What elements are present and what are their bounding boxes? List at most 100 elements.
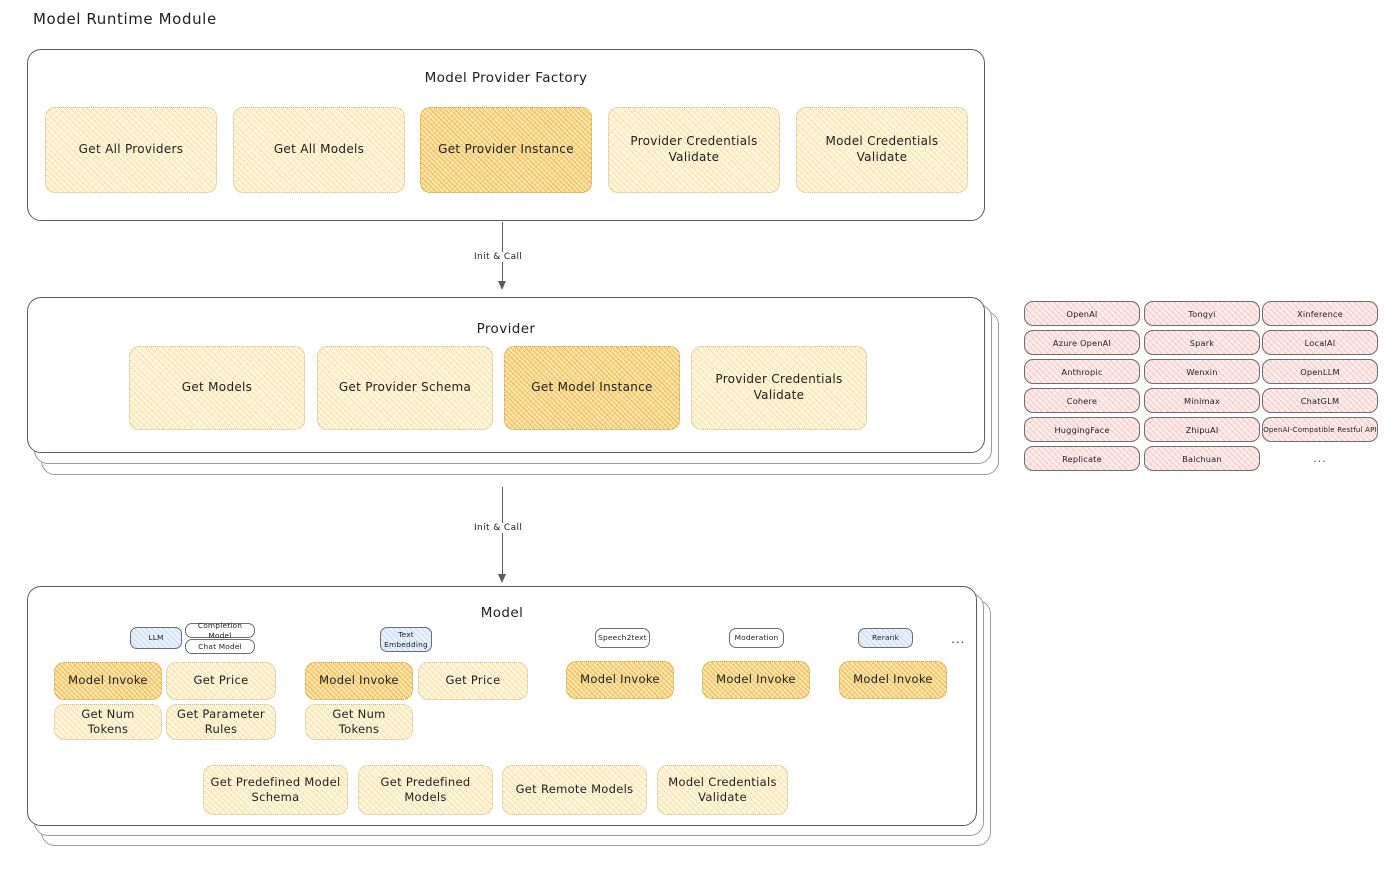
- provider-pill-openai[interactable]: OpenAI: [1024, 301, 1140, 326]
- provider-pill-label: ZhipuAI: [1185, 424, 1219, 435]
- provider-pill-anthropic[interactable]: Anthropic: [1024, 359, 1140, 384]
- provider-pill-azure-openai[interactable]: Azure OpenAI: [1024, 330, 1140, 355]
- model-box-llm-get-parameter-rules[interactable]: Get Parameter Rules: [166, 704, 276, 740]
- model-box-speech2text-model-invoke[interactable]: Model Invoke: [566, 661, 674, 699]
- provider-pill-label: Anthropic: [1061, 366, 1103, 377]
- factory-box-get-all-models[interactable]: Get All Models: [233, 107, 405, 193]
- factory-box-provider-credentials-validate[interactable]: Provider Credentials Validate: [608, 107, 780, 193]
- provider-pill-label: HuggingFace: [1054, 424, 1110, 435]
- model-badge-text-embedding[interactable]: Text Embedding: [380, 627, 432, 652]
- model-box-get-predefined-model-schema[interactable]: Get Predefined Model Schema: [203, 765, 348, 815]
- provider-pill-label: Azure OpenAI: [1052, 337, 1112, 348]
- model-box-label: Model Credentials Validate: [668, 774, 777, 804]
- model-box-llm-get-num-tokens[interactable]: Get Num Tokens: [54, 704, 162, 740]
- provider-pill-label: OpenAI: [1066, 308, 1098, 319]
- provider-pill-label: ChatGLM: [1300, 395, 1340, 406]
- model-title: Model: [480, 605, 524, 621]
- page-title: Model Runtime Module: [33, 10, 217, 28]
- provider-pill-label: Xinference: [1297, 308, 1343, 319]
- factory-box-get-all-providers[interactable]: Get All Providers: [45, 107, 217, 193]
- model-badge-chat-model[interactable]: Chat Model: [185, 639, 255, 654]
- model-badge-label: Completion Model: [197, 621, 243, 640]
- arrow-provider-to-model-head: [498, 574, 506, 583]
- provider-pill-label: Cohere: [1066, 395, 1098, 406]
- provider-pill-spark[interactable]: Spark: [1144, 330, 1260, 355]
- model-box-label: Model Invoke: [853, 672, 933, 687]
- provider-pill-openllm[interactable]: OpenLLM: [1262, 359, 1378, 384]
- provider-pill-localai[interactable]: LocalAI: [1262, 330, 1378, 355]
- provider-pill-label: LocalAI: [1304, 337, 1336, 348]
- provider-pill-xinference[interactable]: Xinference: [1262, 301, 1378, 326]
- model-box-label: Get Remote Models: [515, 782, 634, 797]
- model-box-label: Get Parameter Rules: [177, 706, 265, 736]
- provider-pill-label: OpenLLM: [1300, 366, 1340, 377]
- factory-box-label: Get Provider Instance: [438, 142, 574, 157]
- provider-box-get-provider-schema[interactable]: Get Provider Schema: [317, 346, 493, 430]
- provider-pill-tongyi[interactable]: Tongyi: [1144, 301, 1260, 326]
- model-badge-llm[interactable]: LLM: [130, 627, 182, 649]
- model-box-get-remote-models[interactable]: Get Remote Models: [502, 765, 647, 815]
- factory-box-label: Model Credentials Validate: [825, 134, 939, 164]
- provider-pill-chatglm[interactable]: ChatGLM: [1262, 388, 1378, 413]
- provider-box-get-model-instance[interactable]: Get Model Instance: [504, 346, 680, 430]
- model-provider-factory-title: Model Provider Factory: [424, 70, 588, 86]
- provider-list-ellipsis: ...: [1313, 452, 1327, 465]
- provider-pill-label: Baichuan: [1182, 453, 1222, 464]
- provider-box-label: Provider Credentials Validate: [715, 372, 843, 402]
- provider-box-get-models[interactable]: Get Models: [129, 346, 305, 430]
- model-badge-label: Rerank: [871, 633, 900, 643]
- provider-pill-cohere[interactable]: Cohere: [1024, 388, 1140, 413]
- model-box-get-predefined-models[interactable]: Get Predefined Models: [358, 765, 493, 815]
- model-badge-label: Speech2text: [598, 633, 647, 643]
- provider-pill-label: Spark: [1189, 337, 1215, 348]
- model-badge-label: Moderation: [734, 633, 779, 643]
- factory-box-model-credentials-validate[interactable]: Model Credentials Validate: [796, 107, 968, 193]
- provider-pill-huggingface[interactable]: HuggingFace: [1024, 417, 1140, 442]
- model-box-text-embedding-get-num-tokens[interactable]: Get Num Tokens: [305, 704, 413, 740]
- model-box-label: Get Predefined Model Schema: [210, 774, 341, 804]
- provider-box-provider-credentials-validate[interactable]: Provider Credentials Validate: [691, 346, 867, 430]
- provider-pill-baichuan[interactable]: Baichuan: [1144, 446, 1260, 471]
- provider-pill-wenxin[interactable]: Wenxin: [1144, 359, 1260, 384]
- arrow-factory-to-provider-label: Init & Call: [470, 252, 527, 262]
- provider-pill-openai-compatible-restful-api[interactable]: OpenAI-Compatible Restful API: [1262, 417, 1378, 442]
- model-badge-speech2text[interactable]: Speech2text: [595, 628, 650, 648]
- model-badge-rerank[interactable]: Rerank: [858, 628, 913, 648]
- provider-box-label: Get Models: [181, 380, 253, 395]
- model-box-label: Get Predefined Models: [380, 774, 471, 804]
- model-badge-completion-model[interactable]: Completion Model: [185, 621, 255, 640]
- model-box-model-credentials-validate[interactable]: Model Credentials Validate: [657, 765, 788, 815]
- model-box-llm-get-price[interactable]: Get Price: [166, 662, 276, 700]
- model-groups-ellipsis: ...: [951, 632, 966, 646]
- model-box-rerank-model-invoke[interactable]: Model Invoke: [839, 661, 947, 699]
- model-badge-moderation[interactable]: Moderation: [729, 628, 784, 648]
- arrow-provider-to-model-label: Init & Call: [470, 523, 527, 533]
- model-box-moderation-model-invoke[interactable]: Model Invoke: [702, 661, 810, 699]
- provider-pill-label: Wenxin: [1186, 366, 1218, 377]
- model-box-text-embedding-get-price[interactable]: Get Price: [418, 662, 528, 700]
- model-box-label: Model Invoke: [68, 673, 148, 688]
- model-box-label: Model Invoke: [319, 673, 399, 688]
- provider-pill-replicate[interactable]: Replicate: [1024, 446, 1140, 471]
- model-box-label: Model Invoke: [580, 672, 660, 687]
- provider-pill-label: OpenAI-Compatible Restful API: [1263, 425, 1377, 434]
- provider-pill-label: Tongyi: [1188, 308, 1216, 319]
- model-box-label: Get Price: [193, 673, 249, 688]
- provider-pill-minimax[interactable]: Minimax: [1144, 388, 1260, 413]
- provider-pill-zhipuai[interactable]: ZhipuAI: [1144, 417, 1260, 442]
- model-box-text-embedding-model-invoke[interactable]: Model Invoke: [305, 662, 413, 700]
- model-box-label: Get Num Tokens: [332, 706, 386, 736]
- factory-box-get-provider-instance[interactable]: Get Provider Instance: [420, 107, 592, 193]
- factory-box-label: Get All Providers: [78, 142, 184, 157]
- provider-title: Provider: [476, 321, 536, 337]
- model-box-label: Get Price: [445, 673, 501, 688]
- provider-pill-label: Minimax: [1183, 395, 1221, 406]
- model-box-label: Model Invoke: [716, 672, 796, 687]
- model-box-label: Get Num Tokens: [81, 706, 135, 736]
- model-box-llm-model-invoke[interactable]: Model Invoke: [54, 662, 162, 700]
- factory-box-label: Provider Credentials Validate: [630, 134, 758, 164]
- model-badge-label: LLM: [148, 633, 164, 643]
- provider-box-label: Get Provider Schema: [338, 380, 472, 395]
- model-badge-label: Text Embedding: [384, 630, 428, 649]
